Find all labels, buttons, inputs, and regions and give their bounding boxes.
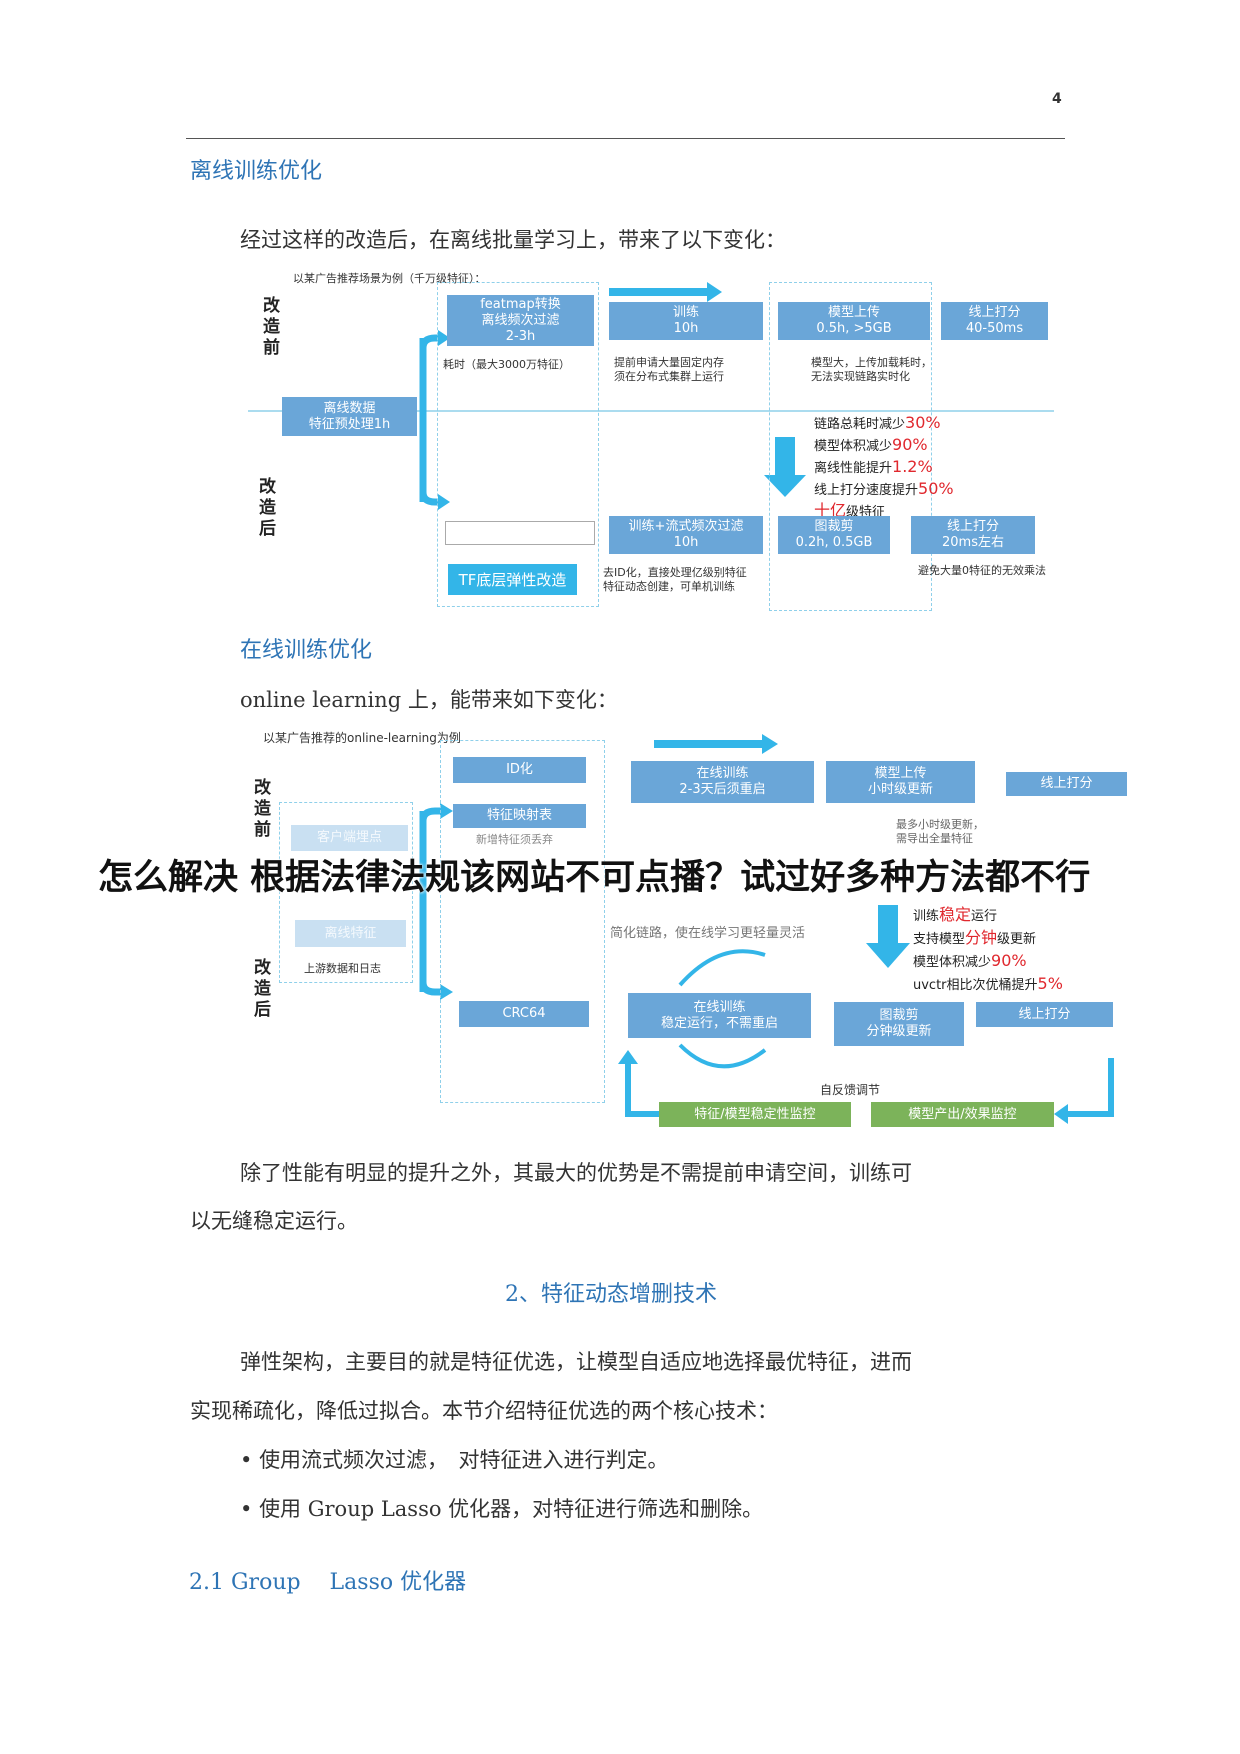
before-label: 改造前 — [254, 778, 271, 840]
id-box: ID化 — [453, 757, 586, 783]
diagram-caption: 以某广告推荐的online-learning为例 — [263, 731, 461, 745]
note-time: 耗时（最大3000万特征） — [443, 358, 570, 371]
upstream-note: 上游数据和日志 — [304, 962, 381, 975]
serve-after-box: 线上打分 — [976, 1002, 1113, 1027]
section-heading: 在线训练优化 — [240, 638, 373, 663]
dashed-region — [437, 282, 599, 607]
feedback-label: 自反馈调节 — [820, 1083, 881, 1097]
bullet-icon: • — [240, 1448, 260, 1472]
after-label: 改造后 — [254, 958, 271, 1020]
prune-box: 图裁剪分钟级更新 — [834, 1002, 964, 1046]
feature-map-box: 特征映射表 — [453, 804, 586, 828]
paragraph-line: 弹性架构，主要目的就是特征优选，让模型自适应地选择最优特征，进而 — [240, 1350, 912, 1374]
improvement-metrics: 训练稳定运行 支持模型分钟级更新 模型体积减少90% uvctr相比次优桶提升5… — [913, 905, 1063, 993]
paragraph: 经过这样的改造后，在离线批量学习上，带来了以下变化： — [240, 228, 786, 252]
empty-box — [445, 521, 595, 545]
stable-train-box: 在线训练稳定运行，不需重启 — [628, 993, 811, 1038]
paragraph-line: 除了性能有明显的提升之外，其最大的优势是不需提前申请空间，训练可 — [240, 1161, 912, 1185]
note-simplify: 简化链路，使在线学习更轻量灵活 — [610, 926, 806, 941]
header-rule — [186, 138, 1065, 139]
page-number: 4 — [1052, 91, 1062, 107]
bullet-icon: • — [240, 1497, 260, 1521]
stability-monitor-box: 特征/模型稳定性监控 — [659, 1102, 851, 1127]
serve-box: 线上打分 — [1006, 772, 1127, 796]
section-heading: 2、特征动态增删技术 — [505, 1282, 717, 1307]
after-label: 改造后 — [259, 477, 276, 539]
overlay-banner: 怎么解决 根据法律法规该网站不可点播？试过好多种方法都不行 — [98, 858, 1091, 898]
paragraph-line: 实现稀疏化，降低过拟合。本节介绍特征优选的两个核心技术： — [190, 1399, 778, 1423]
offline-feature-box: 离线特征 — [295, 920, 406, 947]
note-model: 模型大，上传加载耗时，无法实现链路实时化 — [811, 356, 932, 383]
section-heading: 离线训练优化 — [190, 159, 323, 184]
source-box: 离线数据特征预处理1h — [282, 397, 417, 436]
upload-box: 模型上传小时级更新 — [826, 761, 975, 803]
paragraph-line: 以无缝稳定运行。 — [190, 1209, 358, 1233]
effect-monitor-box: 模型产出/效果监控 — [871, 1102, 1054, 1127]
bullet-item: • 使用流式频次过滤， 对特征进入进行判定。 — [240, 1448, 669, 1472]
bullet-item: • 使用 Group Lasso 优化器，对特征进行筛选和删除。 — [240, 1497, 764, 1521]
paragraph: online learning 上，能带来如下变化： — [240, 688, 618, 712]
note-hourly: 最多小时级更新，需导出全量特征 — [896, 818, 984, 845]
dashed-region — [769, 282, 932, 611]
note-new-feature: 新增特征须丢弃 — [476, 833, 553, 846]
tf-elastic-box: TF底层弹性改造 — [448, 564, 577, 595]
client-tracking-box: 客户端埋点 — [291, 825, 408, 851]
note-train: 提前申请大量固定内存须在分布式集群上运行 — [614, 356, 724, 383]
subsection-heading: 2.1 Group Lasso 优化器 — [189, 1570, 467, 1595]
crc64-box: CRC64 — [459, 1001, 589, 1027]
dashed-region — [279, 802, 413, 983]
note-id: 去ID化，直接处理亿级别特征特征动态创建，可单机训练 — [603, 566, 747, 593]
diagram-caption: 以某广告推荐场景为例（千万级特征）： — [293, 272, 486, 285]
improvement-metrics: 链路总耗时减少30% 模型体积减少90% 离线性能提升1.2% 线上打分速度提升… — [814, 413, 954, 520]
dashed-region — [440, 740, 605, 1103]
before-label: 改造前 — [263, 296, 280, 358]
note-zero: 避免大量0特征的无效乘法 — [918, 564, 1046, 577]
